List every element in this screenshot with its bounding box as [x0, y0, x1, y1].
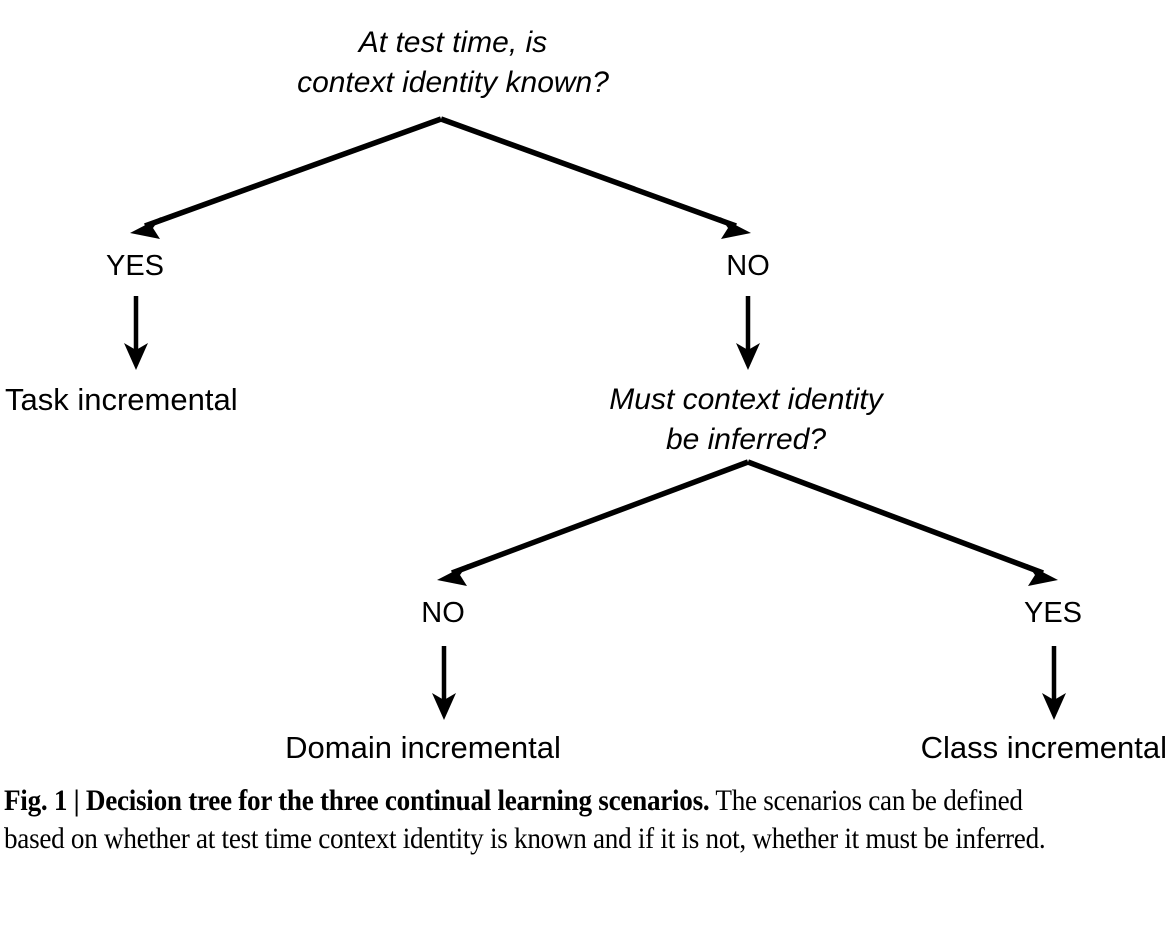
branch-label-second-no: NO [421, 597, 465, 629]
root-question-line1: At test time, is [357, 26, 547, 59]
second-question-line1: Must context identity [609, 383, 884, 416]
root-question-line2: context identity known? [297, 66, 609, 99]
figure-caption-title: Fig. 1 | Decision tree for the three con… [4, 785, 710, 817]
edge-second-to-no [451, 459, 749, 576]
arrowhead-no-to-domain-incremental [432, 693, 456, 720]
decision-tree-diagram: At test time, is context identity known?… [5, 26, 1167, 765]
arrowhead-yes-to-task-incremental [124, 343, 148, 370]
branch-label-second-yes: YES [1024, 597, 1082, 629]
leaf-class-incremental: Class incremental [921, 730, 1167, 765]
branch-label-root-no: NO [726, 250, 770, 282]
edge-root-to-yes [144, 116, 442, 229]
second-question-line2: be inferred? [666, 423, 826, 456]
arrowhead-no-to-second-question [736, 343, 760, 370]
leaf-domain-incremental: Domain incremental [285, 730, 561, 765]
arrowhead-second-to-yes [1027, 564, 1058, 586]
figure-caption: Fig. 1 | Decision tree for the three con… [4, 782, 1075, 858]
arrowhead-root-to-no [720, 217, 751, 239]
edge-second-to-yes [747, 459, 1044, 576]
arrowhead-yes-to-class-incremental [1042, 693, 1066, 720]
arrowhead-root-to-yes [130, 217, 161, 239]
arrowhead-second-to-no [437, 564, 468, 586]
edge-root-to-no [440, 116, 737, 229]
figure-caption-body: The scenarios can be defined based on wh… [4, 785, 1046, 855]
branch-label-root-yes: YES [106, 250, 164, 282]
leaf-task-incremental: Task incremental [5, 382, 238, 417]
